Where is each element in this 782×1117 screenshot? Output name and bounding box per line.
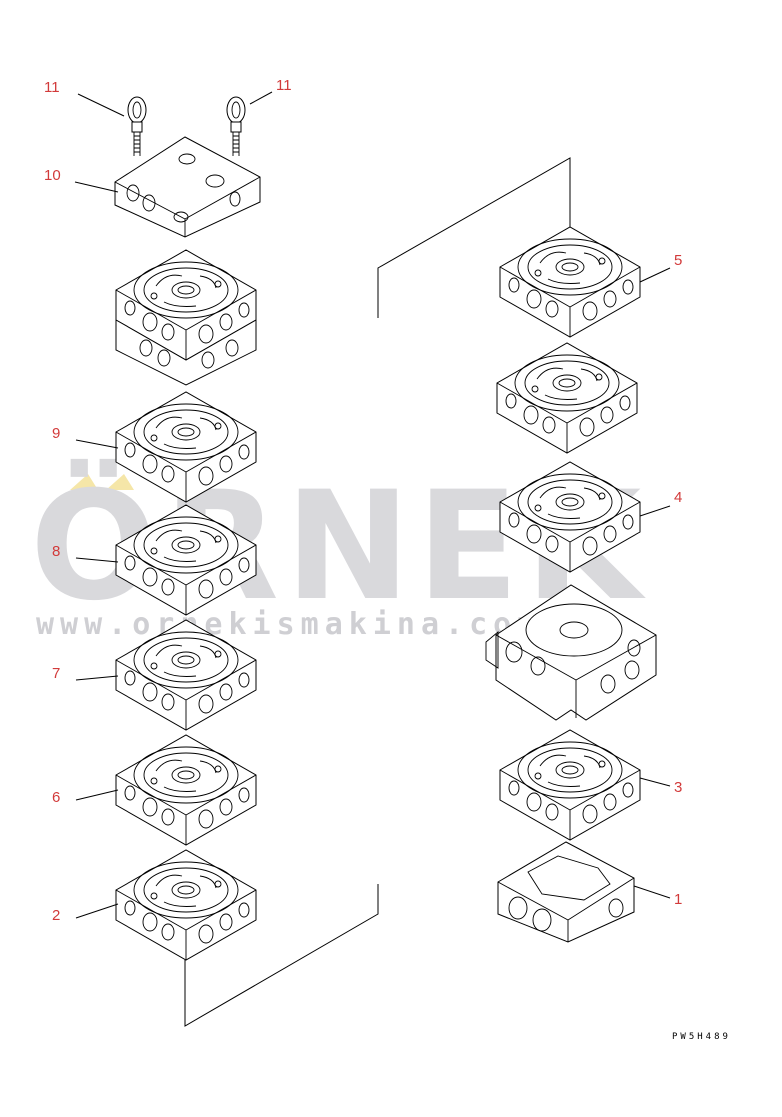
double-section-block: [115, 249, 257, 386]
callout-6: 6: [52, 789, 60, 806]
callout-7: 7: [52, 665, 60, 682]
eyebolt-left: [127, 96, 147, 157]
callout-5: 5: [674, 252, 682, 269]
callout-11-right: 11: [276, 77, 292, 94]
left-stack: [114, 96, 261, 961]
main-body-section: [485, 584, 657, 721]
drawing-code: PW5H489: [672, 1032, 731, 1042]
callout-9: 9: [52, 425, 60, 442]
callout-leaders: [74, 91, 671, 919]
valve-section-part-2: [115, 849, 257, 961]
assembly-connection-lines: [184, 157, 571, 1027]
callout-10: 10: [44, 167, 61, 184]
end-plate-part-1: [497, 841, 635, 943]
valve-section-part-6: [115, 734, 257, 846]
valve-section-part-5: [499, 226, 641, 338]
eyebolt-right: [226, 96, 246, 157]
valve-section-part-3: [499, 729, 641, 841]
callout-4: 4: [674, 489, 682, 506]
valve-section-middle: [496, 342, 638, 454]
callout-2: 2: [52, 907, 60, 924]
callout-8: 8: [52, 543, 60, 560]
end-cover-part-10: [114, 136, 261, 238]
callout-11-left: 11: [44, 79, 60, 96]
right-stack: [485, 226, 657, 943]
callout-labels: 11 11 10 9 8 7 6 2 5 4 3 1: [44, 77, 682, 924]
callout-3: 3: [674, 779, 682, 796]
callout-1: 1: [674, 891, 682, 908]
